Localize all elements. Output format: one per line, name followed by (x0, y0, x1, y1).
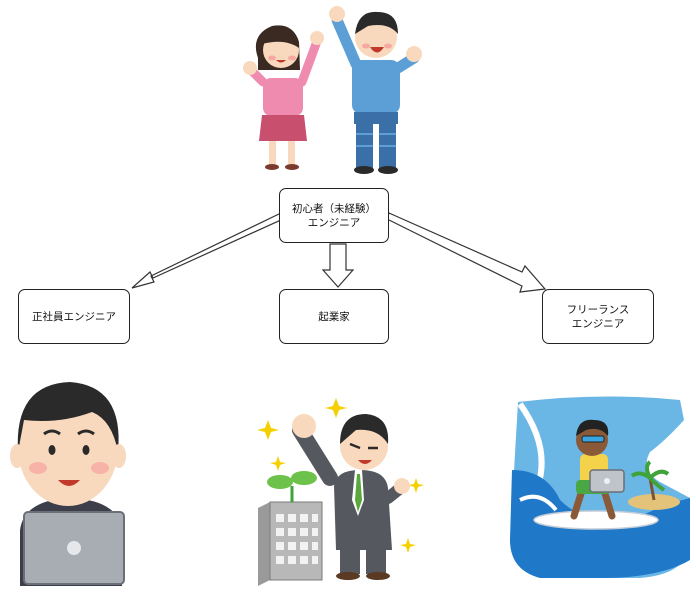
node-beginner-line1: 初心者（未経験） (292, 202, 376, 215)
arrow-to-founder (321, 243, 355, 288)
node-founder: 起業家 (279, 289, 389, 344)
node-employee-engineer: 正社員エンジニア (18, 289, 130, 344)
node-beginner-line2: エンジニア (307, 216, 361, 229)
node-founder-label: 起業家 (318, 310, 350, 323)
office-worker-laptop-illustration (10, 382, 126, 586)
arrow-to-employee (131, 212, 284, 289)
node-freelance-engineer: フリーランス エンジニア (542, 289, 654, 344)
node-freelance-line2: エンジニア (571, 317, 625, 330)
surfer-laptop-illustration (510, 396, 690, 578)
node-freelance-line1: フリーランス (566, 303, 630, 316)
arrow-to-freelance (386, 212, 547, 293)
cheering-couple-illustration (243, 6, 422, 174)
node-employee-label: 正社員エンジニア (32, 310, 116, 323)
businessman-sprout-illustration (257, 398, 424, 586)
node-beginner-engineer: 初心者（未経験） エンジニア (279, 188, 389, 243)
